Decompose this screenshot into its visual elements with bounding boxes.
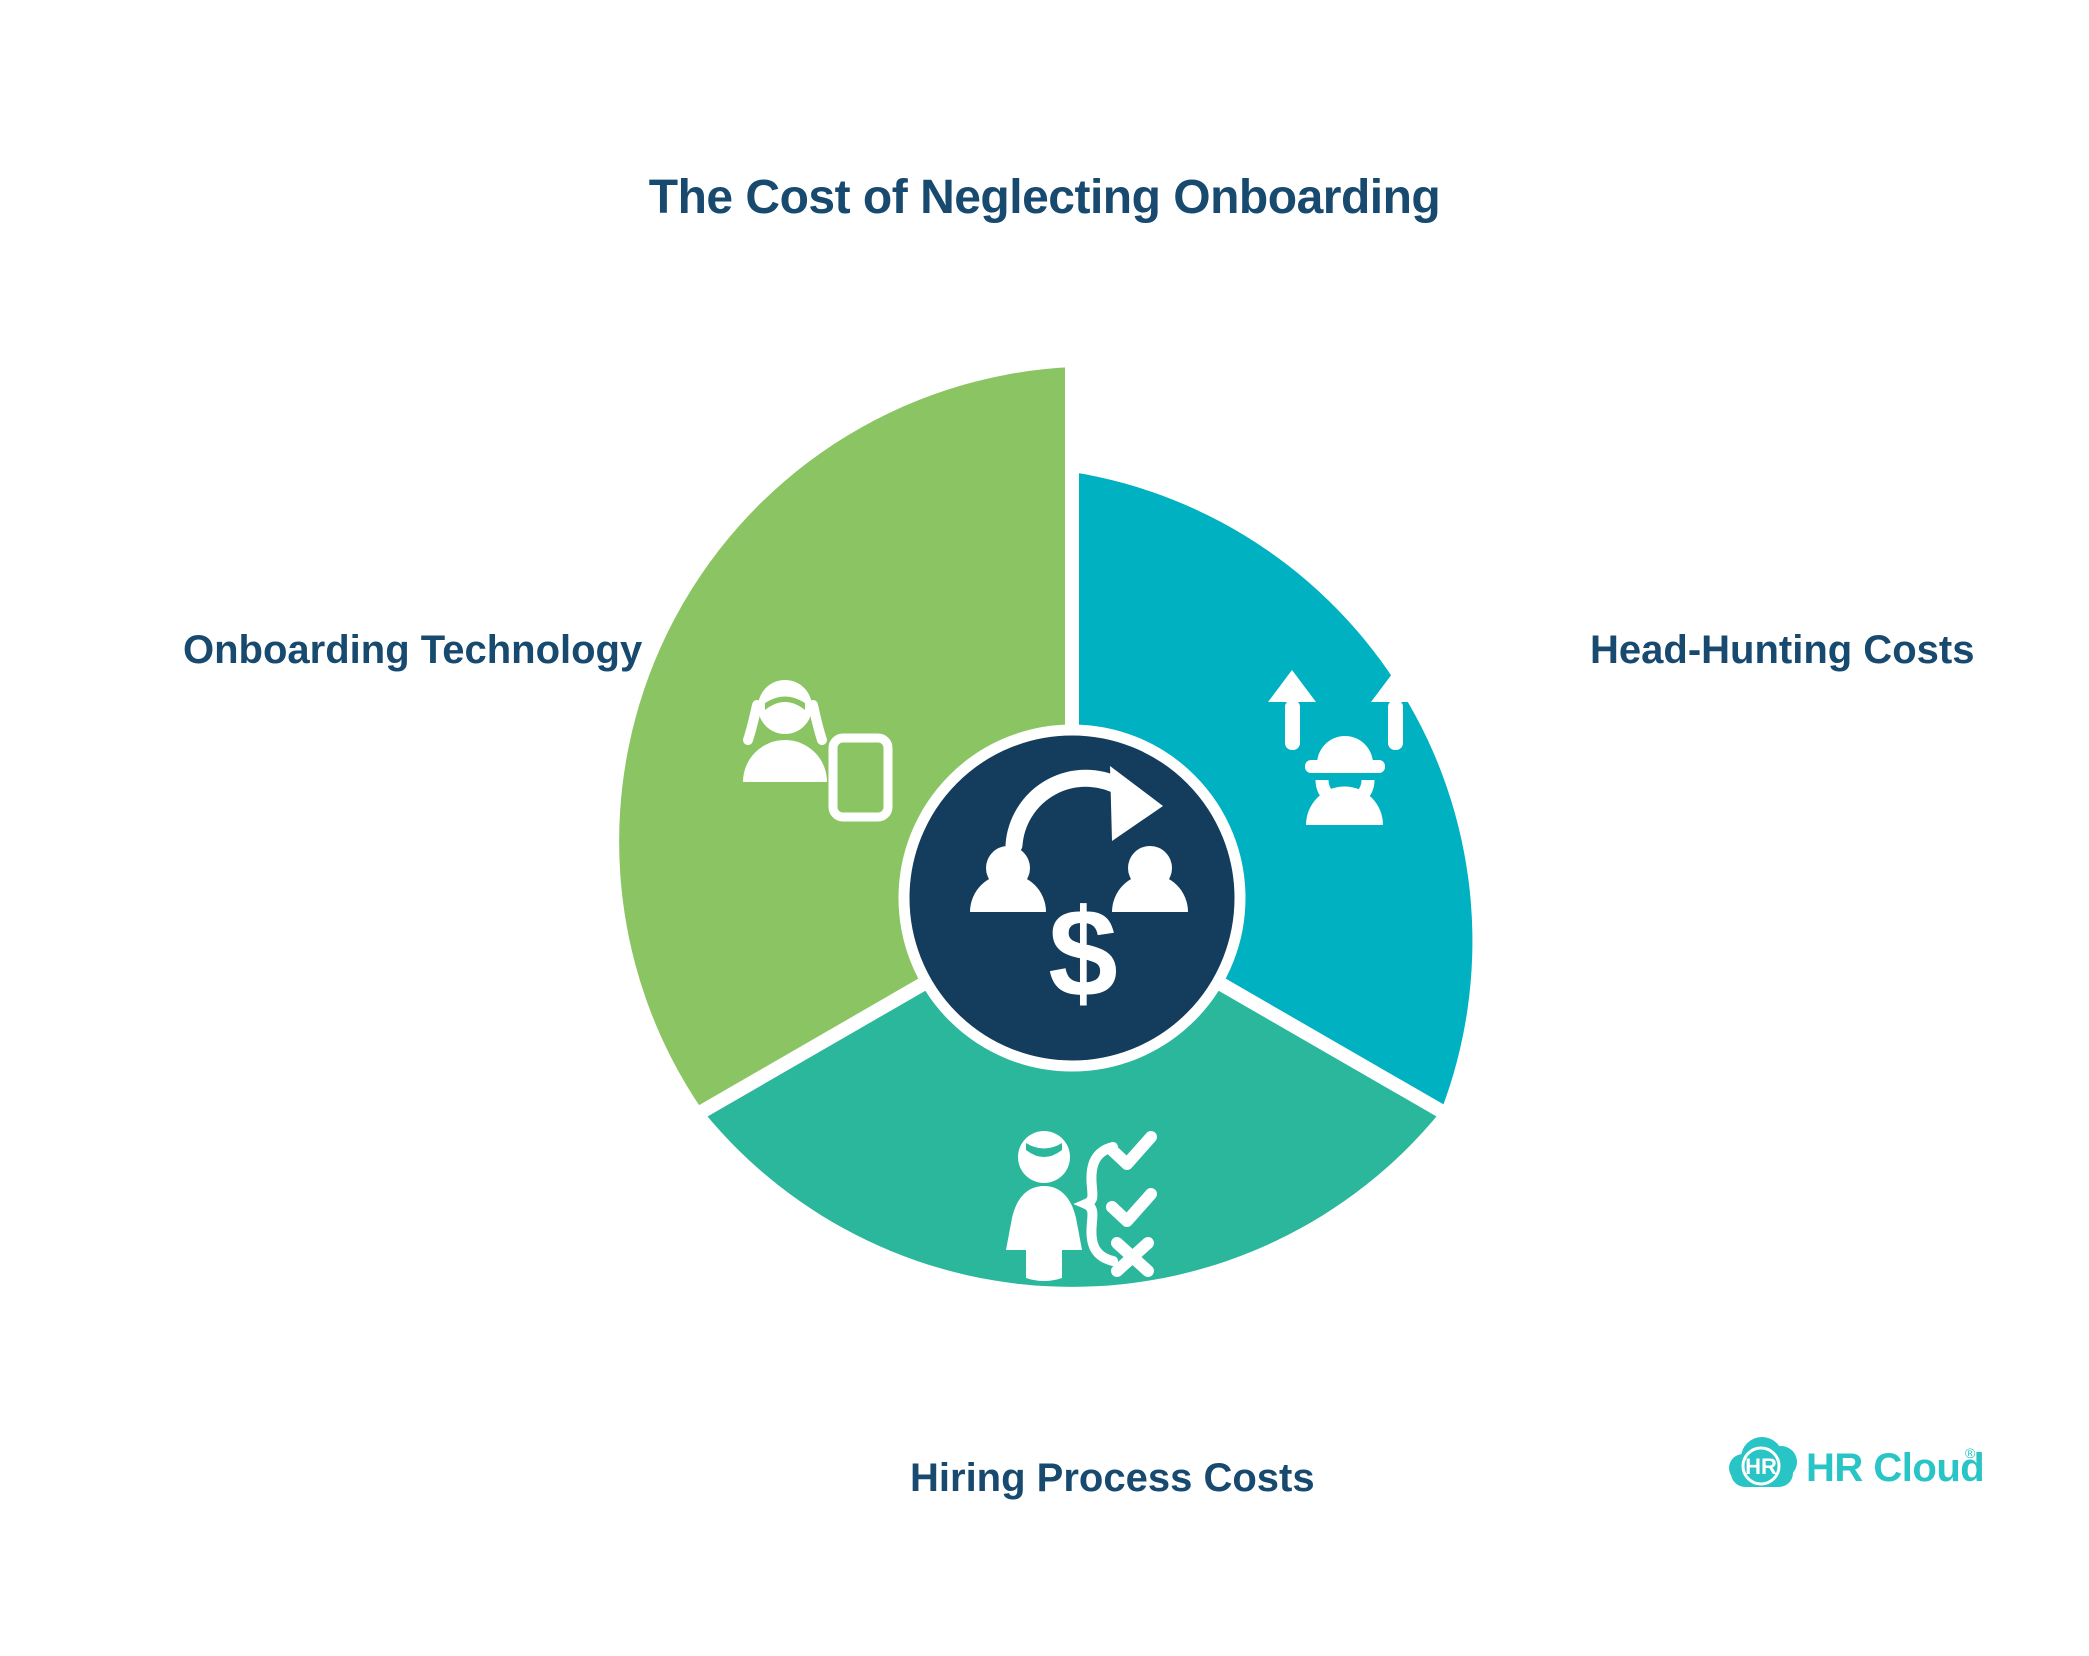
segment-hiring-process-costs [703,898,1441,1287]
logo-badge-ring [1741,1446,1781,1486]
label-head-hunting-costs: Head-Hunting Costs [1590,628,1975,672]
people-exchange-dollar-icon: $ [970,766,1188,1023]
label-hiring-process-costs: Hiring Process Costs [910,1456,1315,1500]
page-title: The Cost of Neglecting Onboarding [648,171,1441,224]
center-hub: $ [898,724,1246,1072]
logo-wordmark: HR Cloud [1806,1446,1984,1490]
label-onboarding-technology: Onboarding Technology [183,628,643,672]
hr-cloud-logo: HR HR Cloud ® [1729,1437,1985,1490]
person-checklist-icon [1006,1131,1157,1281]
dollar-sign: $ [1048,884,1118,1023]
center-circle [898,724,1246,1072]
hard-hat-worker-rising-arrows-icon [1268,670,1419,825]
logo-registered-mark: ® [1965,1445,1976,1461]
woman-with-tablet-icon [743,680,893,822]
logo-badge-text: HR [1745,1454,1777,1479]
